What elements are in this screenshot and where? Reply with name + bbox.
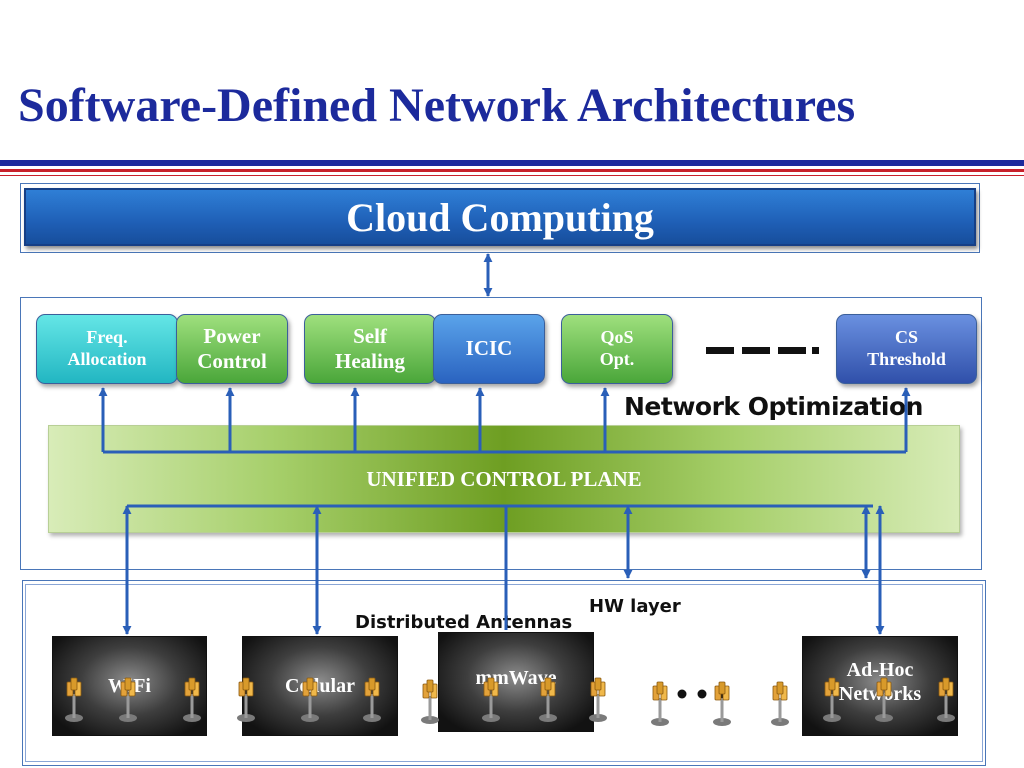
antenna-icon [874, 677, 894, 723]
hw-frame [22, 580, 986, 766]
title-rule-red [0, 169, 1024, 172]
cloud-computing-label: Cloud Computing [346, 195, 654, 240]
antenna-icon [64, 677, 84, 723]
antenna-icon [538, 677, 558, 723]
antenna-icon [420, 679, 440, 725]
antenna-icon [822, 677, 842, 723]
function-label: CS Threshold [867, 327, 946, 369]
distributed-antennas-label: Distributed Antennas [355, 612, 573, 633]
antenna-icon [362, 677, 382, 723]
antenna-icons [64, 677, 956, 727]
hw-layer-label: HW layer [589, 596, 681, 617]
function-label: QoS Opt. [599, 327, 635, 369]
function-label: Power Control [197, 323, 267, 373]
function-label: Self Healing [334, 323, 405, 373]
antenna-icon [300, 677, 320, 723]
antenna-icon [118, 677, 138, 723]
antenna-icon [936, 677, 956, 723]
cloud-computing-bar: Cloud Computing [24, 188, 976, 246]
antenna-icon [588, 677, 608, 723]
unified-control-plane-label: UNIFIED CONTROL PLANE [366, 467, 642, 491]
title-rule-thin [0, 175, 1024, 176]
antenna-icon [481, 677, 501, 723]
network-optimization-label: Network Optimization [624, 392, 923, 421]
function-self-healing: Self Healing [304, 314, 436, 384]
unified-control-plane [48, 425, 960, 533]
control-frame [20, 297, 982, 570]
page-title: Software-Defined Network Architectures [18, 79, 856, 132]
title-rule-navy [0, 160, 1024, 166]
function-icic: ICIC [433, 314, 545, 384]
function-label: ICIC [465, 336, 513, 361]
antenna-icon [770, 681, 790, 727]
function-qos-opt: QoS Opt. [561, 314, 673, 384]
function-label: Freq. Allocation [67, 327, 147, 369]
hw-frame-inner [25, 584, 983, 762]
function-cs-threshold: CS Threshold [836, 314, 977, 384]
antenna-icon [182, 677, 202, 723]
arrows-group [98, 253, 911, 635]
continuation-dashes [706, 347, 819, 354]
network-label: Cellular [285, 675, 355, 697]
cloud-frame [20, 183, 980, 253]
antenna-icon [650, 681, 670, 727]
antenna-icon [236, 677, 256, 723]
antenna-icon [712, 681, 732, 727]
function-power-control: Power Control [176, 314, 288, 384]
